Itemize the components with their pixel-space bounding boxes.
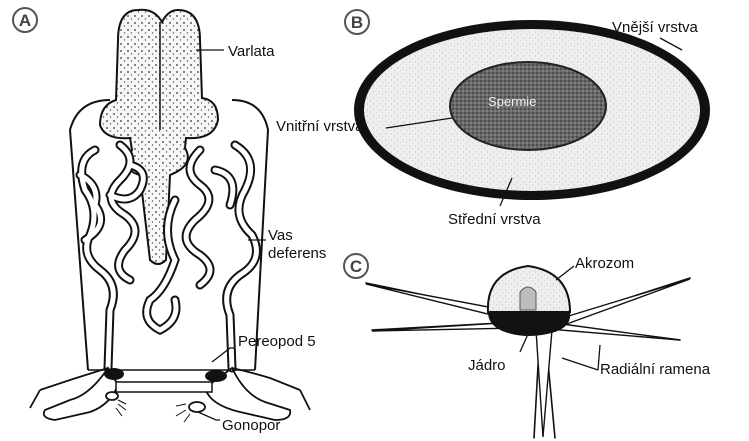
panel-a: A: [13, 8, 326, 434]
panel-b-letter: B: [351, 13, 363, 32]
label-spermie: Spermie: [488, 94, 536, 109]
panel-a-badge: A: [13, 8, 37, 32]
panel-a-letter: A: [19, 11, 31, 30]
label-pereopod: Pereopod 5: [238, 333, 316, 350]
acrosome-core: [520, 287, 536, 310]
panel-b: B Vnější vrstva Vnitřní vrstva Spermie S…: [276, 10, 710, 228]
panel-c-badge: C: [344, 254, 368, 278]
label-stredni-vrstva: Střední vrstva: [448, 211, 541, 228]
nucleus: [488, 312, 570, 336]
label-varlata: Varlata: [228, 43, 275, 60]
panel-c-letter: C: [350, 257, 362, 276]
pereopod-base-bar: [116, 382, 212, 392]
label-vnitrni-vrstva: Vnitřní vrstva: [276, 118, 364, 135]
panel-c: C Akrozom Jádro Radiá: [344, 254, 711, 438]
label-vnejsi-vrstva: Vnější vrstva: [612, 19, 699, 36]
label-gonopor: Gonopor: [222, 417, 280, 434]
label-vas-deferens-line1: Vas: [268, 227, 293, 244]
label-jadro: Jádro: [468, 357, 506, 374]
panel-b-badge: B: [345, 10, 369, 34]
label-akrozom: Akrozom: [575, 255, 634, 272]
testis-organ: [100, 10, 218, 264]
label-radialni-ramena: Radiální ramena: [600, 361, 711, 378]
pereopod-5-right: [176, 368, 310, 422]
label-vas-deferens-line2: deferens: [268, 245, 326, 262]
